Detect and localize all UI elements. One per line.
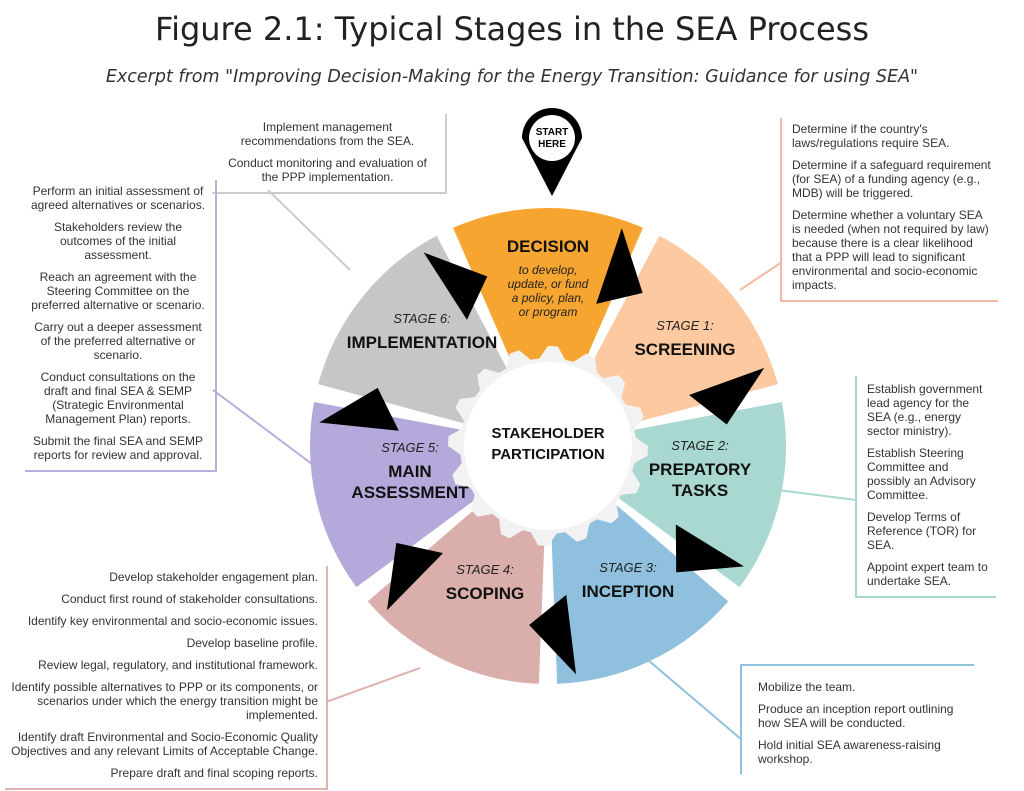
- box-item: Identify draft Environmental and Socio-E…: [11, 730, 318, 758]
- box-item: Determine whether a voluntary SEA is nee…: [792, 208, 989, 292]
- box-item: Determine if the country's laws/regulati…: [792, 122, 950, 150]
- box-item: Conduct first round of stakeholder consu…: [61, 592, 318, 606]
- arrow-wedge: [386, 542, 443, 611]
- stage-number: STAGE 2:: [671, 438, 729, 453]
- box-item: Stakeholders review the outcomes of the …: [53, 220, 183, 262]
- stage-description: update, or fund: [508, 277, 589, 291]
- wheel-arrows: [319, 228, 765, 675]
- stage-number: STAGE 6:: [393, 311, 451, 326]
- connector-line: [647, 659, 743, 741]
- segment-screening: [585, 235, 778, 426]
- box-scoping: Develop stakeholder engagement plan. Cond…: [5, 566, 328, 790]
- stage-description: to develop,: [519, 263, 578, 277]
- box-item: Identify possible alternatives to PPP or…: [11, 680, 318, 722]
- here-label: HERE: [538, 139, 566, 150]
- segment-prep: [612, 401, 786, 588]
- segment-impl: [318, 235, 511, 426]
- box-item: Hold initial SEA awareness-raising works…: [758, 738, 941, 766]
- box-item: Reach an agreement with the Steering Com…: [31, 270, 205, 312]
- box-item: Review legal, regulatory, and institutio…: [38, 658, 318, 672]
- box-item: Determine if a safeguard requirement (fo…: [792, 158, 991, 200]
- pin-inner: [529, 115, 575, 161]
- stage-name: ASSESSMENT: [351, 483, 469, 502]
- box-item: Prepare draft and final scoping reports.: [110, 766, 318, 780]
- stage-name: SCOPING: [446, 584, 524, 603]
- box-prepatory-tasks: Establish government lead agency for the…: [855, 376, 996, 598]
- stage-name: MAIN: [388, 462, 431, 481]
- box-item: Conduct monitoring and evaluation of the…: [228, 156, 427, 184]
- segment-inception: [551, 498, 729, 684]
- figure-title: Figure 2.1: Typical Stages in the SEA Pr…: [154, 10, 869, 48]
- arrow-wedge: [689, 367, 765, 425]
- center-gear: STAKEHOLDER PARTICIPATION: [448, 346, 648, 546]
- center-label-line2: PARTICIPATION: [491, 446, 604, 463]
- stage-name: SCREENING: [634, 340, 735, 359]
- stage-description: a policy, plan,: [512, 291, 585, 305]
- stage-name: DECISION: [507, 237, 589, 256]
- box-item: Establish Steering Committee and possibl…: [867, 446, 976, 502]
- connector-line: [325, 667, 421, 703]
- center-label-line1: STAKEHOLDER: [491, 425, 604, 442]
- box-item: Implement management recommendations fro…: [240, 120, 415, 148]
- arrow-wedge: [596, 228, 643, 304]
- stage-name: IMPLEMENTATION: [347, 333, 497, 352]
- box-item: Appoint expert team to undertake SEA.: [867, 560, 988, 588]
- box-item: Perform an initial assessment of agreed …: [30, 184, 206, 212]
- box-item: Develop baseline profile.: [186, 636, 318, 650]
- stage-number: STAGE 1:: [656, 318, 714, 333]
- box-item: Develop stakeholder engagement plan.: [109, 570, 318, 584]
- box-inception: Mobilize the team. Produce an inception r…: [740, 664, 974, 774]
- connector-line: [739, 261, 783, 291]
- box-item: Establish government lead agency for the…: [867, 382, 983, 438]
- arrow-wedge: [423, 252, 488, 320]
- segment-main: [310, 401, 484, 588]
- stage-name: PREPATORY: [649, 460, 752, 479]
- box-screening: Determine if the country's laws/regulati…: [780, 118, 998, 302]
- box-main-assessment: Perform an initial assessment of agreed …: [25, 180, 217, 472]
- box-item: Carry out a deeper assessment of the pre…: [34, 320, 202, 362]
- connector-lines: [212, 189, 857, 741]
- stage-name: INCEPTION: [582, 582, 675, 601]
- gear-center: [464, 362, 632, 530]
- box-item: Develop Terms of Reference (TOR) for SEA…: [867, 510, 977, 552]
- segment-decision: [453, 208, 643, 373]
- box-decision-implementation: Implement management recommendations fro…: [212, 114, 447, 194]
- segment-scoping: [367, 498, 545, 684]
- stage-number: STAGE 3:: [599, 560, 657, 575]
- stage-name: TASKS: [672, 481, 728, 500]
- box-item: Submit the final SEA and SEMP reports fo…: [32, 434, 204, 462]
- box-item: Conduct consultations on the draft and f…: [40, 370, 196, 426]
- box-item: Produce an inception report outlining ho…: [758, 702, 954, 730]
- connector-line: [212, 389, 321, 471]
- wheel-segments: [310, 208, 786, 684]
- stage-description: or program: [519, 305, 578, 319]
- arrow-wedge: [529, 594, 577, 675]
- arrow-wedge: [319, 387, 399, 431]
- box-item: Mobilize the team.: [758, 680, 856, 694]
- start-label: START: [536, 127, 569, 138]
- box-item: Identify key environmental and socio-eco…: [27, 614, 318, 628]
- stage-number: STAGE 5:: [381, 440, 439, 455]
- stage-number: STAGE 4:: [456, 562, 514, 577]
- arrow-wedge: [675, 524, 744, 573]
- figure-subtitle: Excerpt from "Improving Decision-Making …: [105, 67, 919, 87]
- connector-line: [267, 189, 351, 271]
